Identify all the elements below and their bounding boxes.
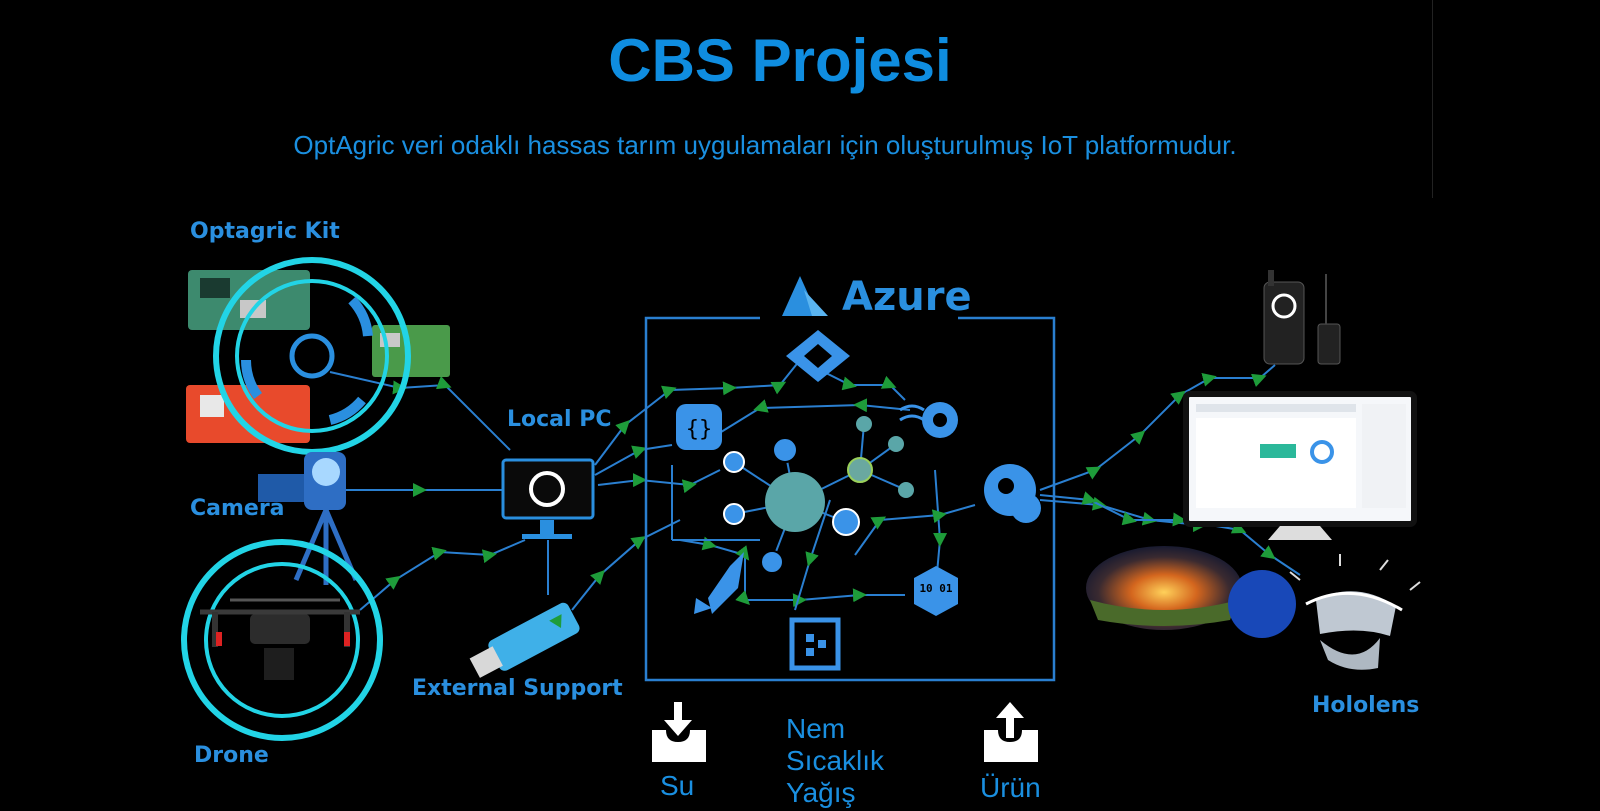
output-label: Ürün — [980, 772, 1041, 803]
dashboard-monitor-icon — [1183, 391, 1417, 540]
divider-line — [1432, 0, 1433, 198]
line-azure-lower — [679, 536, 905, 608]
kit-label: Optagric Kit — [190, 219, 340, 244]
line-to-devices — [1039, 364, 1276, 491]
line-pc-to-db-top — [594, 359, 801, 466]
globe-decoration — [1228, 570, 1296, 638]
usb-icon — [469, 602, 580, 678]
line-kit-to-pc — [329, 371, 511, 451]
local-pc-label: Local PC — [507, 407, 612, 432]
drone-icon — [181, 539, 383, 741]
page-subtitle: OptAgric veri odaklı hassas tarım uygula… — [293, 130, 1237, 160]
line-right-mid — [854, 504, 976, 556]
data-hub — [723, 416, 914, 574]
line-azure-left — [699, 398, 911, 446]
input-label: Su — [660, 770, 695, 801]
monitor-icon — [501, 458, 595, 539]
external-support-label: External Support — [412, 676, 623, 701]
stream-analytics-icon — [899, 402, 958, 438]
download-tray-icon — [652, 702, 706, 762]
iot-hub-icon — [786, 330, 850, 382]
page-title: CBS Projesi — [608, 27, 952, 94]
params-list: Nem Sıcaklık Yağış — [786, 713, 884, 809]
azure-logo-icon — [782, 276, 828, 316]
azure-frame — [644, 316, 1056, 682]
camera-label: Camera — [190, 496, 285, 521]
drone-label: Drone — [194, 743, 269, 768]
field-image — [1086, 546, 1242, 630]
line-usb-to-azure — [571, 519, 681, 611]
svg-text:10 01: 10 01 — [919, 582, 952, 595]
hololens-icon — [1289, 554, 1421, 670]
azure-label: Azure — [842, 274, 972, 320]
hololens-label: Hololens — [1312, 693, 1419, 718]
cloud-gear-icon — [984, 464, 1041, 523]
kit-ring-inner — [235, 279, 389, 433]
cycle-arrow-icon — [348, 296, 373, 337]
param-item: Sıcaklık — [786, 745, 885, 776]
line-pc-to-db — [594, 444, 673, 476]
line-pc-to-azure-mid — [597, 469, 721, 494]
param-item: Yağış — [786, 777, 856, 808]
database-icon: {} — [676, 404, 722, 450]
svg-text:{}: {} — [686, 417, 713, 442]
optagric-kit — [186, 257, 450, 455]
hub-node — [765, 472, 825, 532]
rocket-icon — [694, 552, 744, 614]
binary-file-icon: 10 01 — [914, 566, 958, 616]
param-item: Nem — [786, 713, 846, 744]
globe-icon — [289, 333, 335, 379]
upload-tray-icon — [984, 702, 1038, 762]
event-hub-icon — [789, 617, 841, 671]
radio-icon — [1263, 270, 1341, 365]
camera-icon — [258, 452, 359, 585]
line-hub-down — [794, 499, 831, 611]
line-drone-to-pc — [359, 539, 526, 611]
line-to-hololens — [1039, 491, 1301, 576]
